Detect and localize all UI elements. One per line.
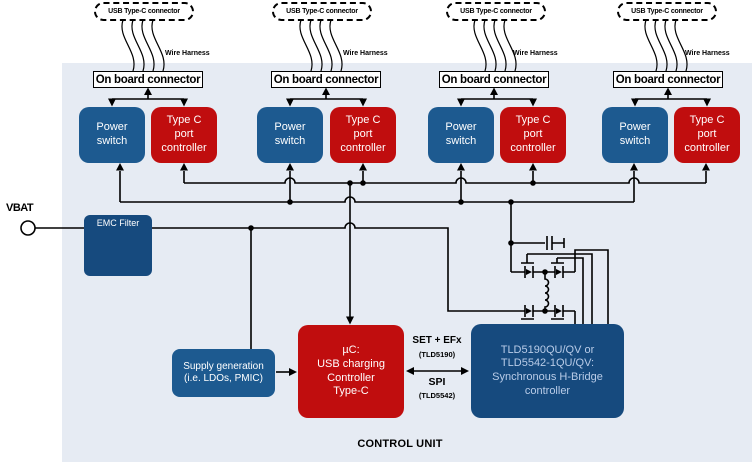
vbat-terminal <box>20 220 36 236</box>
power-bus <box>116 163 638 272</box>
wire-harness-label-3: Wire Harness <box>513 50 558 57</box>
wire-harness-label-2: Wire Harness <box>343 50 388 57</box>
supply-generation-node: Supply generation (i.e. LDOs, PMIC) <box>172 349 275 397</box>
wire-harness-label-4: Wire Harness <box>685 50 730 57</box>
power-switch-node-2: Power switch <box>257 107 323 163</box>
type-c-bus <box>180 163 710 325</box>
power-switch-node-4: Power switch <box>602 107 668 163</box>
set-efx-device-label: (TLD5190) <box>418 350 456 359</box>
set-efx-label: SET + EFx <box>412 335 462 346</box>
connector-split-1 <box>108 87 188 107</box>
wire-harness-lines-2 <box>299 19 343 72</box>
type-c-controller-node-3: Type C port controller <box>500 107 566 163</box>
onboard-connector-node-4: On board connector <box>613 71 723 88</box>
connector-split-4 <box>631 87 711 107</box>
wire-harness-label-1: Wire Harness <box>165 50 210 57</box>
power-switch-node-3: Power switch <box>428 107 494 163</box>
vbat-line <box>20 220 515 349</box>
spi-label: SPI <box>428 376 446 388</box>
connector-split-2 <box>286 87 367 107</box>
type-c-controller-node-4: Type C port controller <box>674 107 740 163</box>
uc-usb-charging-controller-node: µC: USB charging Controller Type-C <box>298 325 404 418</box>
h-bridge-circuit <box>508 236 609 324</box>
type-c-controller-node-2: Type C port controller <box>330 107 396 163</box>
mosfet-upper-right <box>545 258 575 278</box>
supply-to-uc-link <box>276 368 297 376</box>
power-switch-node-1: Power switch <box>79 107 145 163</box>
control-unit-caption: CONTROL UNIT <box>357 438 443 450</box>
onboard-connector-node-2: On board connector <box>271 71 381 88</box>
emc-filter-node <box>84 215 152 276</box>
usb-connector-node-2: USB Type-C connector <box>272 2 372 21</box>
mosfet-upper-left <box>511 254 545 278</box>
wire-harness-lines-1 <box>121 19 165 72</box>
onboard-connector-node-1: On board connector <box>93 71 203 88</box>
usb-connector-node-3: USB Type-C connector <box>446 2 546 21</box>
onboard-connector-node-3: On board connector <box>439 71 549 88</box>
mosfet-lower-right <box>545 305 575 320</box>
usb-connector-node-4: USB Type-C connector <box>617 2 717 21</box>
usb-connector-node-1: USB Type-C connector <box>94 2 194 21</box>
emc-filter-label: EMC Filter <box>96 218 140 228</box>
type-c-controller-node-1: Type C port controller <box>151 107 217 163</box>
wire-harness-lines-4 <box>644 19 688 72</box>
vbat-label: VBAT <box>6 202 34 214</box>
mosfet-lower-left <box>515 305 545 320</box>
capacitor-symbol <box>511 236 565 250</box>
wire-harness-lines-3 <box>473 19 517 72</box>
connector-split-3 <box>457 87 537 107</box>
hbridge-controller-node: TLD5190QU/QV or TLD5542-1QU/QV: Synchron… <box>471 324 624 418</box>
uc-to-hbridge-link <box>406 367 469 375</box>
spi-device-label: (TLD5542) <box>418 391 456 400</box>
inductor-symbol <box>544 272 550 311</box>
